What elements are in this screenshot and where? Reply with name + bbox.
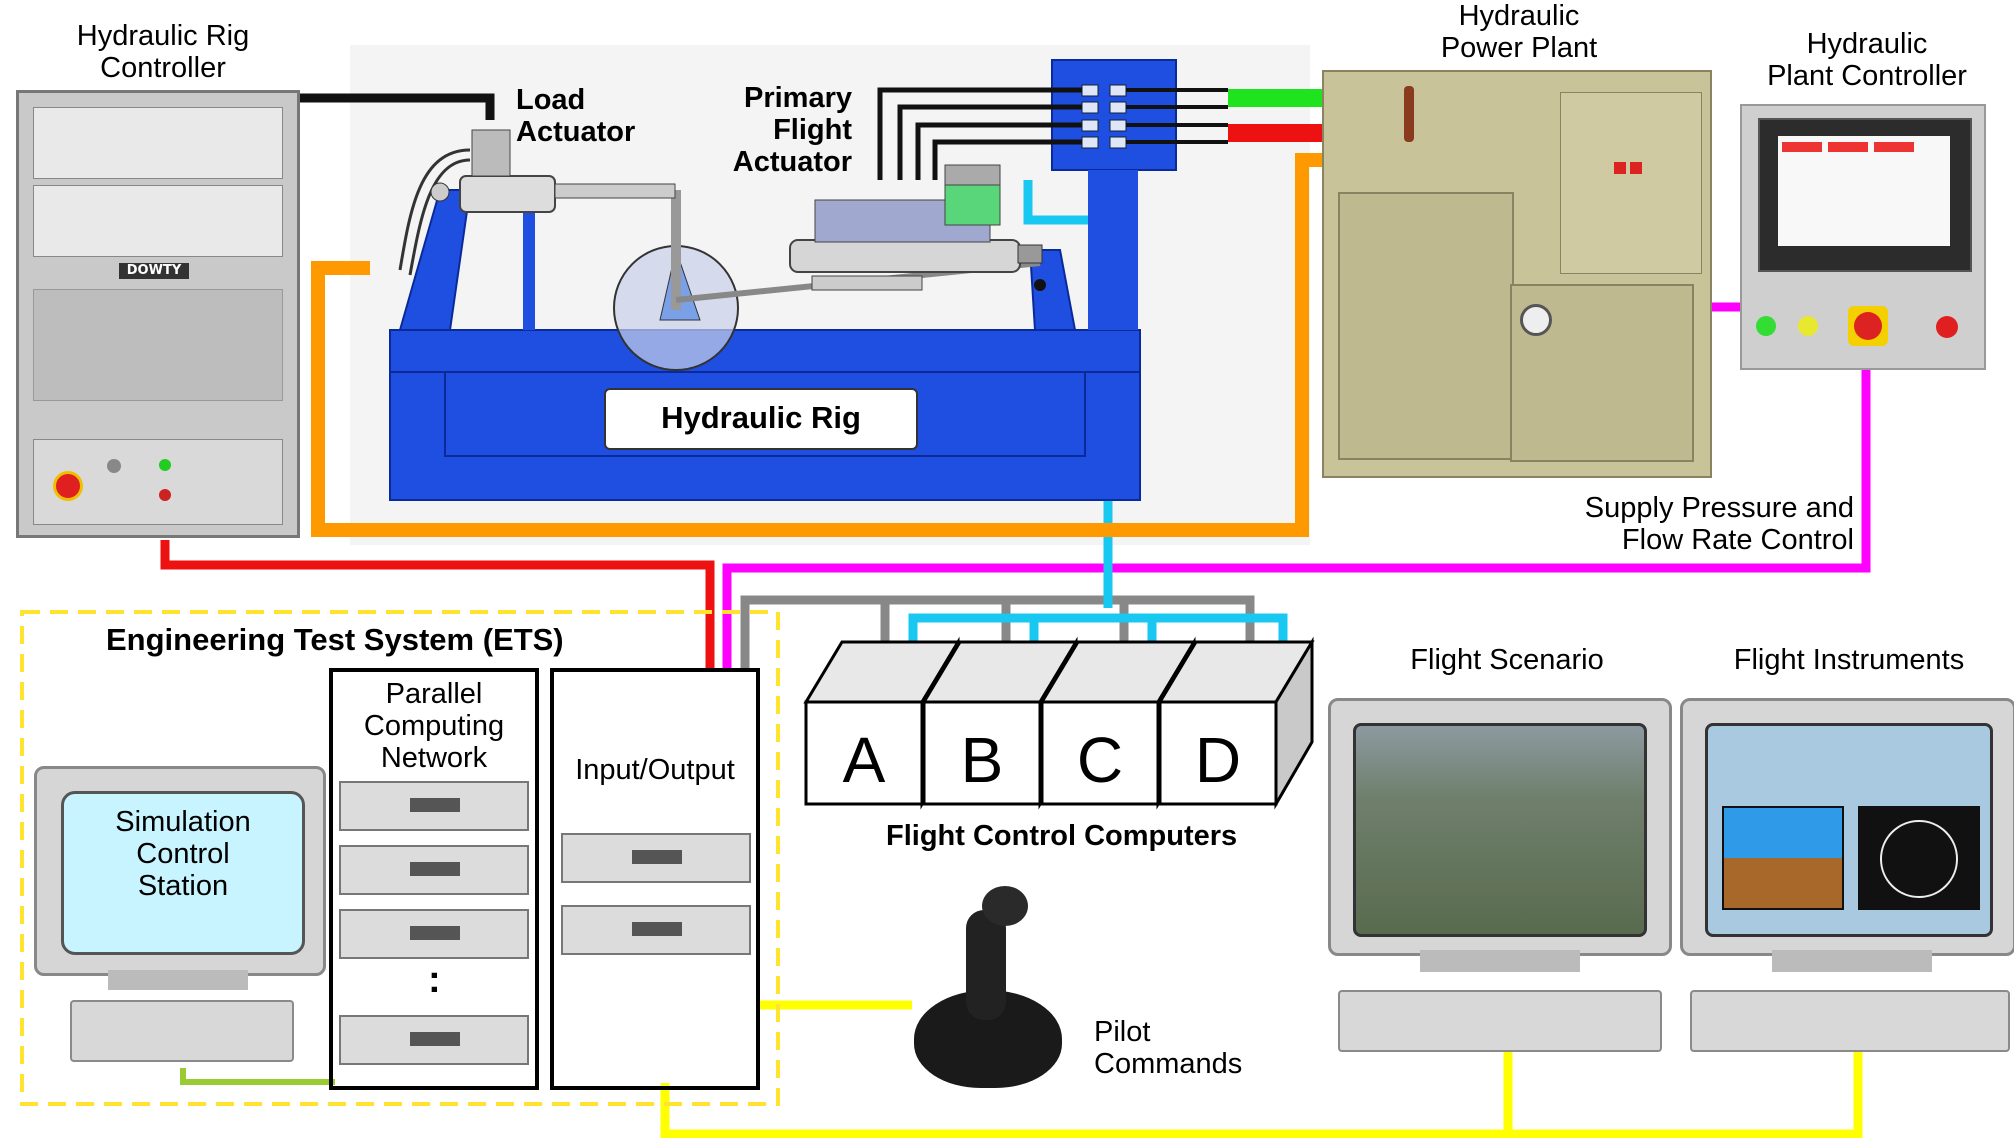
flight-control-computers-label: Flight Control Computers [886, 820, 1238, 852]
power-plant-cabinet [1322, 70, 1712, 478]
load-actuator-label: Load Actuator [516, 84, 636, 148]
computing-units [339, 781, 751, 1065]
drive-slot [632, 922, 682, 936]
hydraulic-rig-frame [389, 59, 1228, 501]
drive-slot [410, 862, 460, 876]
input-output-label: Input/Output [575, 754, 735, 786]
simulation-station-monitor: Simulation Control Station [34, 766, 326, 976]
navigation-display [1858, 806, 1980, 910]
pilot-commands-label: Pilot Commands [1094, 1016, 1243, 1080]
drive-slot [632, 850, 682, 864]
parallel-computer-unit [339, 845, 529, 895]
fcc-c-letter: C [1076, 724, 1124, 796]
simulation-station-label: Simulation Control Station [115, 806, 251, 902]
yellow-button[interactable] [1798, 316, 1818, 336]
video-bus [660, 1050, 1863, 1138]
ets-title: Engineering Test System (ETS) [106, 622, 564, 657]
drive-slot [410, 798, 460, 812]
dowty-plate: DOWTY [119, 263, 189, 279]
drive-slot [410, 926, 460, 940]
simulation-station-screen[interactable]: Simulation Control Station [61, 791, 305, 955]
rig-controller-cable [295, 93, 495, 120]
simulation-station-pc [70, 1000, 294, 1062]
plant-controller-panel [1740, 104, 1986, 370]
flight-control-computers [803, 636, 1315, 810]
flight-scenario-label: Flight Scenario [1410, 644, 1604, 676]
flight-instruments-monitor [1680, 698, 2014, 956]
io-box [550, 668, 760, 1090]
primary-flight-actuator-label: Primary Flight Actuator [732, 82, 852, 178]
flight-instruments-screen[interactable] [1705, 723, 1993, 937]
joystick[interactable] [908, 880, 1068, 1090]
hydraulic-rig-label: Hydraulic Rig [661, 400, 861, 435]
fcc-d-letter: D [1194, 724, 1242, 796]
attitude-indicator [1722, 806, 1844, 910]
plant-controller-label: Hydraulic Plant Controller [1767, 28, 1967, 92]
main-isolator-switch[interactable] [1848, 306, 1888, 346]
rig-controller-cabinet: DOWTY [16, 90, 300, 538]
plant-controller-screen[interactable] [1758, 118, 1972, 272]
rig-controller-link [160, 540, 715, 670]
ets-boundary [20, 610, 780, 1106]
io-unit [561, 833, 751, 883]
fcc-d-box [1157, 636, 1315, 810]
red-stop-button[interactable] [1936, 316, 1958, 338]
supply-pressure-label: Supply Pressure and Flow Rate Control [1584, 492, 1854, 556]
power-plant-label: Hydraulic Power Plant [1440, 0, 1598, 64]
parallel-computing-box [329, 668, 539, 1090]
fcc-a-letter: A [842, 724, 886, 796]
flight-scenario-monitor [1328, 698, 1672, 956]
pressure-gauge [1520, 304, 1552, 336]
flight-instruments-label: Flight Instruments [1733, 644, 1965, 676]
drive-slot [410, 1032, 460, 1046]
ellipsis-dots: : [428, 959, 441, 1001]
parallel-computing-label: Parallel Computing Network [363, 678, 505, 774]
emergency-stop-button[interactable] [53, 471, 83, 501]
flight-scenario-screen[interactable] [1353, 723, 1647, 937]
plant-control-link [722, 370, 1871, 670]
flight-instruments-pc [1690, 990, 2010, 1052]
flight-scenario-pc [1338, 990, 1662, 1052]
green-start-button[interactable] [1756, 316, 1776, 336]
station-link [180, 1068, 335, 1085]
fcc-b-letter: B [960, 724, 1004, 796]
hydraulic-rig-plaque: Hydraulic Rig [604, 388, 918, 450]
load-hydraulic-loop [311, 153, 1322, 537]
monitor-stand [108, 970, 248, 990]
rig-controller-label: Hydraulic Rig Controller [76, 20, 250, 84]
